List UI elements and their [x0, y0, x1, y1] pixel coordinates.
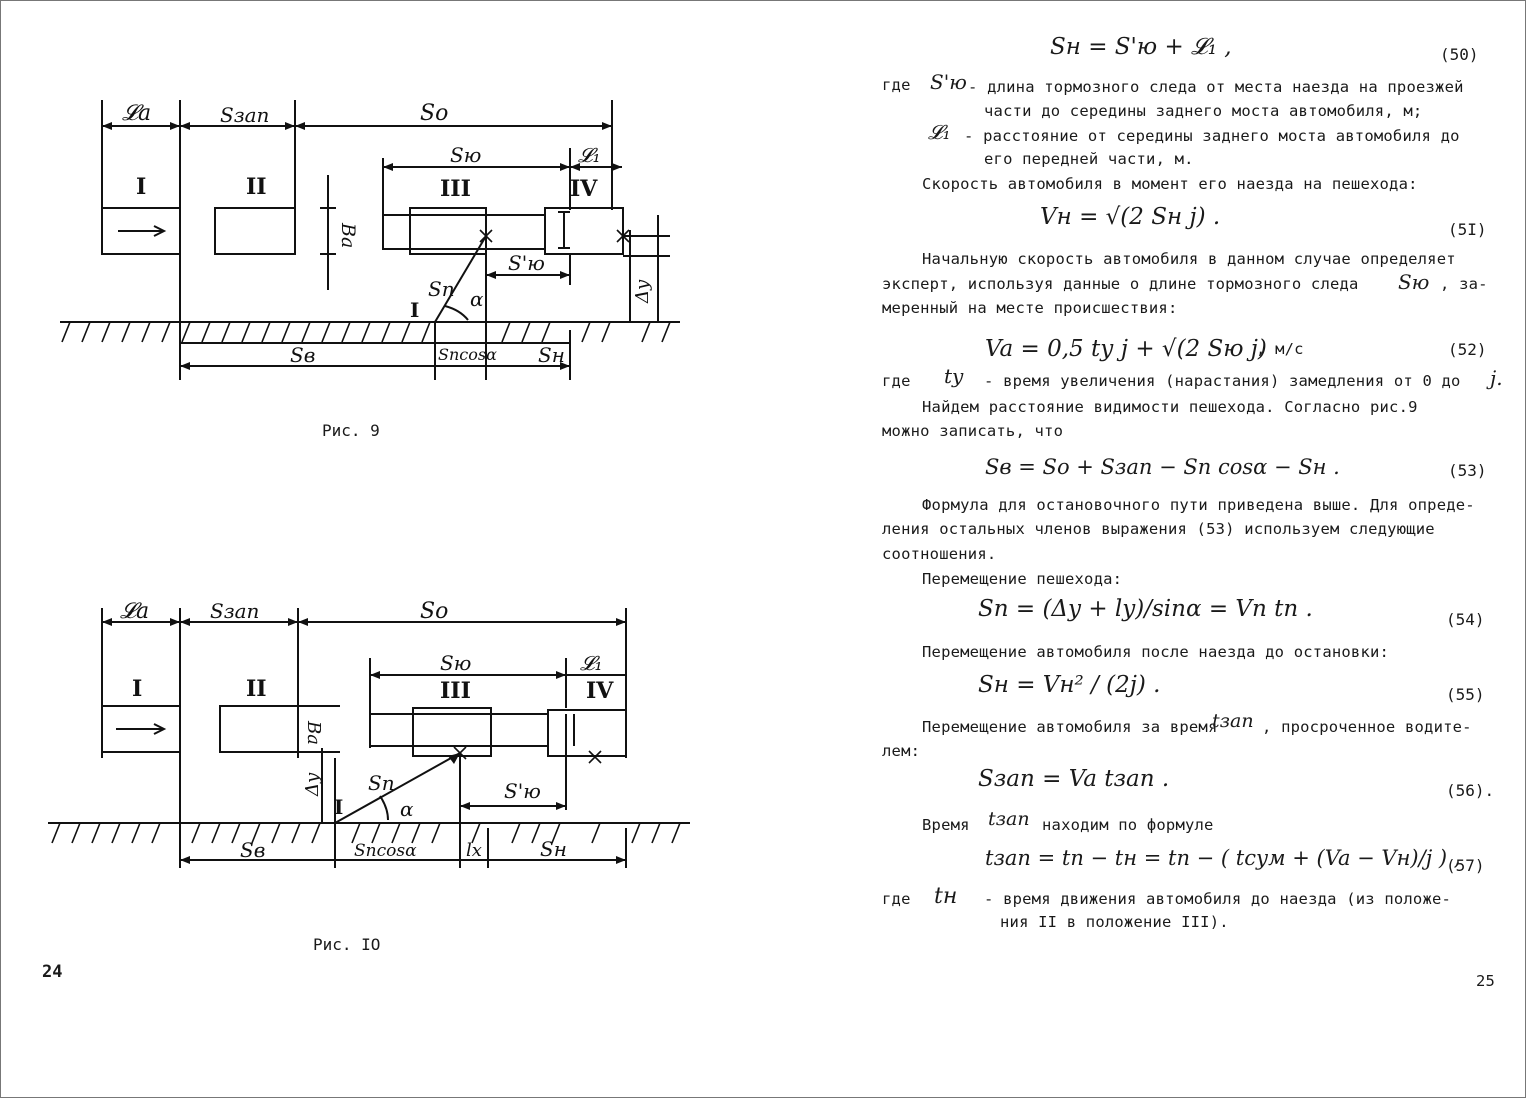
eq52-unit: , м/с: [1256, 340, 1304, 358]
eq50-formula: Sн = S'ю + 𝓛₁ ,: [1050, 34, 1232, 60]
page-number-left: 24: [42, 962, 63, 982]
fig10-label-II: II: [246, 676, 267, 702]
paragraph-pedestrian-move: Перемещение пешехода:: [922, 570, 1123, 588]
where1-symbol: S'ю: [930, 70, 967, 94]
eq52-formula: Va = 0,5 tу j + √(2 Sю j): [985, 336, 1267, 362]
fig9-label-L1: 𝓛₁: [578, 143, 601, 167]
fig10-label-I-ped: I: [334, 795, 343, 819]
paragraph-formula-1: Формула для остановочного пути приведена…: [922, 496, 1475, 514]
where1-text-1: - длина тормозного следа от места наезда…: [968, 78, 1464, 96]
fig10-label-Sn: Sп: [368, 771, 395, 795]
where2-text-2: его передней части, м.: [984, 150, 1194, 168]
fig9-label-Sncos: Sпcosα: [438, 345, 497, 364]
where3-symbol: tу: [944, 364, 964, 388]
fig9-label-Sv: Sв: [290, 343, 315, 367]
fig9-label-alpha: α: [470, 287, 484, 311]
fig9-caption: Рис. 9: [322, 421, 380, 440]
paragraph-delay-2: лем:: [882, 742, 921, 760]
eq52-number: (52): [1448, 340, 1487, 359]
where3-word: где: [882, 372, 911, 390]
fig10-label-Dy: Δy: [302, 772, 323, 797]
where4-symbol: tн: [934, 884, 958, 909]
paragraph-speed: Скорость автомобиля в момент его наезда …: [922, 175, 1418, 193]
fig9-label-Sjo-prime: S'ю: [508, 251, 545, 275]
fig9-label-Dy: Δy: [632, 279, 653, 304]
fig10-label-La: 𝓛a: [120, 599, 149, 624]
figure-9: 𝓛a Sзап Sо Sю 𝓛₁ I II III IV Ba Sп α S'ю…: [60, 100, 680, 380]
paragraph-initial-1: Начальную скорость автомобиля в данном с…: [922, 250, 1456, 268]
fig10-label-Sjo: Sю: [440, 651, 471, 675]
eq57-number: (57): [1446, 856, 1485, 875]
paragraph-time-word: Время: [922, 816, 970, 834]
fig10-label-lx: lx: [466, 840, 482, 861]
fig10-label-III: III: [440, 678, 471, 704]
paragraph-initial-3: меренный на месте происшествия:: [882, 299, 1178, 317]
fig10-label-So: Sо: [420, 599, 448, 624]
eq56-number: (56).: [1446, 781, 1495, 800]
fig9-label-II: II: [246, 174, 267, 200]
where3-text: - время увеличения (нарастания) замедлен…: [984, 372, 1461, 390]
figure-10: 𝓛a Sзап Sо Sю 𝓛₁ I II III IV Ba Δy I Sп …: [48, 599, 690, 868]
paragraph-delay-1: Перемещение автомобиля за время: [922, 718, 1218, 736]
fig10-label-IV: IV: [586, 678, 614, 704]
where4-word: где: [882, 890, 911, 908]
fig9-label-IV: IV: [570, 176, 598, 202]
fig9-label-III: III: [440, 176, 471, 202]
fig10-label-Ba: Ba: [303, 720, 324, 745]
paragraph-formula-3: соотношения.: [882, 545, 997, 563]
paragraph-delay-1b: , просроченное водите-: [1262, 718, 1472, 736]
where1-word: где: [882, 76, 911, 94]
paragraph-initial-2b: , за-: [1440, 275, 1488, 293]
eq56-formula: Sзап = Va tзап .: [978, 766, 1170, 792]
fig9-label-La: 𝓛a: [122, 101, 151, 126]
paragraph-initial-2: эксперт, используя данные о длине тормоз…: [882, 275, 1359, 293]
fig9-label-Sn-bottom: Sн: [538, 343, 565, 367]
paragraph-car-move: Перемещение автомобиля после наезда до о…: [922, 643, 1390, 661]
where2-text-1: - расстояние от середины заднего моста а…: [964, 127, 1460, 145]
fig10-label-Sv: Sв: [240, 838, 265, 862]
fig10-label-Sncos: Sпcosα: [354, 841, 417, 861]
eq57-formula: tзап = tп − tн = tп − ( tсум + (Va − Vн)…: [985, 846, 1461, 870]
paragraph-formula-2: ления остальных членов выражения (53) ис…: [882, 520, 1435, 538]
fig9-label-Sjo: Sю: [450, 143, 481, 167]
eq54-number: (54): [1446, 610, 1485, 629]
where3-end: j.: [1490, 366, 1503, 390]
fig10-label-L1: 𝓛₁: [580, 651, 603, 675]
where1-text-2: части до середины заднего моста автомоби…: [984, 102, 1423, 120]
eq53-number: (53): [1448, 461, 1487, 480]
where4-text-2: ния II в положение III).: [1000, 913, 1229, 931]
fig10-caption: Рис. IO: [313, 935, 381, 954]
fig10-label-I: I: [132, 676, 142, 702]
fig9-label-Szap: Sзап: [220, 103, 269, 127]
paragraph-initial-symbol: Sю: [1398, 270, 1430, 294]
eq55-formula: Sн = Vн² / (2j) .: [978, 672, 1161, 698]
fig9-label-Sn: Sп: [428, 277, 455, 301]
fig9-label-Ba: Ba: [337, 222, 359, 248]
eq50-number: (50): [1440, 45, 1479, 64]
paragraph-time-rest: находим по формуле: [1042, 816, 1214, 834]
page-number-right: 25: [1476, 972, 1496, 990]
fig10-label-alpha: α: [400, 797, 414, 821]
eq55-number: (55): [1446, 685, 1485, 704]
paragraph-time-symbol: tзап: [988, 808, 1030, 830]
fig10-label-Szap: Sзап: [210, 599, 259, 623]
eq53-formula: Sв = Sо + Sзап − Sп cosα − Sн .: [985, 455, 1340, 479]
eq54-formula: Sп = (Δy + ly)/sinα = Vп tп .: [978, 596, 1313, 622]
paragraph-visibility-1: Найдем расстояние видимости пешехода. Со…: [922, 398, 1418, 416]
fig10-label-Sn-bottom: Sн: [540, 837, 567, 861]
fig9-label-So: Sо: [420, 101, 448, 126]
where2-symbol: 𝓛₁: [928, 120, 951, 144]
fig9-label-I-ped: I: [410, 298, 419, 322]
paragraph-delay-symbol: tзап: [1212, 710, 1254, 732]
paragraph-visibility-2: можно записать, что: [882, 422, 1064, 440]
eq51-number: (5I): [1448, 220, 1487, 239]
eq51-formula: Vн = √(2 Sн j) .: [1040, 204, 1221, 230]
where4-text-1: - время движения автомобиля до наезда (и…: [984, 890, 1452, 908]
fig9-label-I: I: [136, 174, 146, 200]
fig10-label-Sjo-prime: S'ю: [504, 779, 541, 803]
